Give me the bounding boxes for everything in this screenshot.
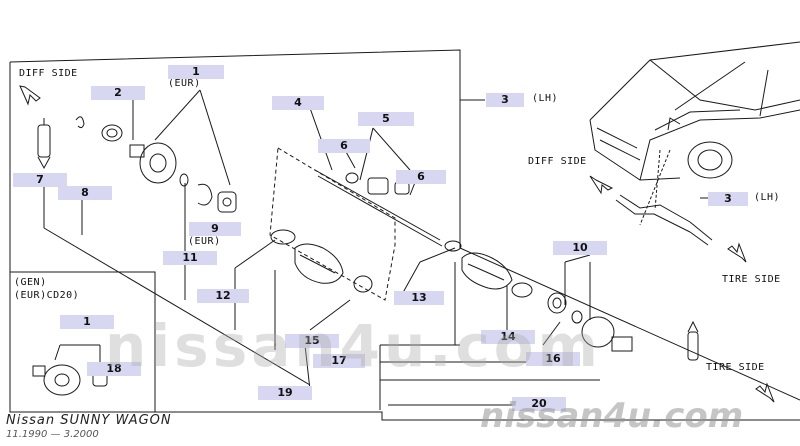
part-ring-16 — [571, 310, 583, 324]
dashed-bracket — [269, 147, 396, 301]
part-outer-joint — [581, 316, 633, 352]
eur-cd20-label: (EUR)CD20) — [14, 290, 80, 301]
part-boot-right — [461, 252, 513, 290]
part-tag-8[interactable]: 8 — [58, 186, 112, 200]
part-tag-6b[interactable]: 6 — [396, 170, 446, 184]
diff-side-label: DIFF SIDE — [19, 68, 78, 79]
part-grease-tube — [37, 118, 51, 170]
eur-label-9: (EUR) — [188, 236, 221, 247]
part-tripod-9 — [217, 191, 237, 213]
part-tag-3[interactable]: 3 — [486, 93, 524, 107]
car-front-icon — [589, 41, 800, 181]
part-tag-16[interactable]: 16 — [526, 352, 580, 366]
part-tag-15[interactable]: 15 — [285, 334, 339, 348]
part-circlip-8 — [75, 116, 85, 129]
part-joint-housing-1 — [129, 142, 177, 184]
eur-label-1: (EUR) — [168, 78, 201, 89]
arrow-tire-side-icon-bottom — [755, 382, 775, 403]
part-grease-tube-right — [687, 320, 699, 361]
part-bearing-2 — [101, 124, 123, 142]
part-clamp-14 — [511, 282, 533, 298]
arrow-tire-side-icon — [727, 242, 747, 263]
part-clamp-13 — [444, 240, 462, 252]
model-title: Nissan SUNNY WAGON — [6, 413, 172, 428]
watermark-corner: nissan4u.com — [480, 396, 744, 436]
part-tag-1b[interactable]: 1 — [60, 315, 114, 329]
gen-label: (GEN) — [14, 277, 47, 288]
watermark-center: nissan4u.com — [105, 312, 602, 380]
part-ring-11 — [179, 173, 189, 187]
inset-box — [9, 271, 156, 413]
tire-side-label-bottom: TIRE SIDE — [706, 362, 765, 373]
part-tag-13[interactable]: 13 — [394, 291, 444, 305]
part-tag-3b[interactable]: 3 — [708, 192, 748, 206]
part-tag-12[interactable]: 12 — [197, 289, 249, 303]
part-clamp-12 — [270, 229, 296, 245]
part-tag-9[interactable]: 9 — [189, 222, 241, 236]
arrow-diff-side-icon-right — [589, 175, 614, 195]
part-clamp-15 — [353, 275, 373, 293]
part-tag-17[interactable]: 17 — [313, 354, 365, 368]
part-tag-10[interactable]: 10 — [553, 241, 607, 255]
part-tag-20[interactable]: 20 — [512, 397, 566, 411]
leader-lines — [43, 89, 600, 410]
model-dates: 11.1990 — 3.2000 — [6, 429, 99, 440]
part-tag-11[interactable]: 11 — [163, 251, 217, 265]
lh-label-right: (LH) — [754, 192, 781, 203]
part-tag-2[interactable]: 2 — [91, 86, 145, 100]
arrow-diff-side-icon — [19, 85, 41, 106]
part-tag-4[interactable]: 4 — [272, 96, 324, 110]
lh-label-top: (LH) — [532, 93, 559, 104]
part-tag-14[interactable]: 14 — [481, 330, 535, 344]
diff-side-label-right: DIFF SIDE — [528, 156, 587, 167]
part-tag-7[interactable]: 7 — [13, 173, 67, 187]
part-tag-6a[interactable]: 6 — [318, 139, 370, 153]
part-tag-5[interactable]: 5 — [358, 112, 414, 126]
part-tag-1[interactable]: 1 — [168, 65, 224, 79]
part-boot-left — [294, 243, 344, 284]
part-tag-18[interactable]: 18 — [87, 362, 141, 376]
part-shaft-small — [615, 149, 713, 246]
tire-side-label-right: TIRE SIDE — [722, 274, 781, 285]
part-bearing-10 — [547, 292, 567, 314]
part-circlip — [197, 183, 213, 206]
part-tag-19[interactable]: 19 — [258, 386, 312, 400]
frame-top — [9, 49, 800, 401]
